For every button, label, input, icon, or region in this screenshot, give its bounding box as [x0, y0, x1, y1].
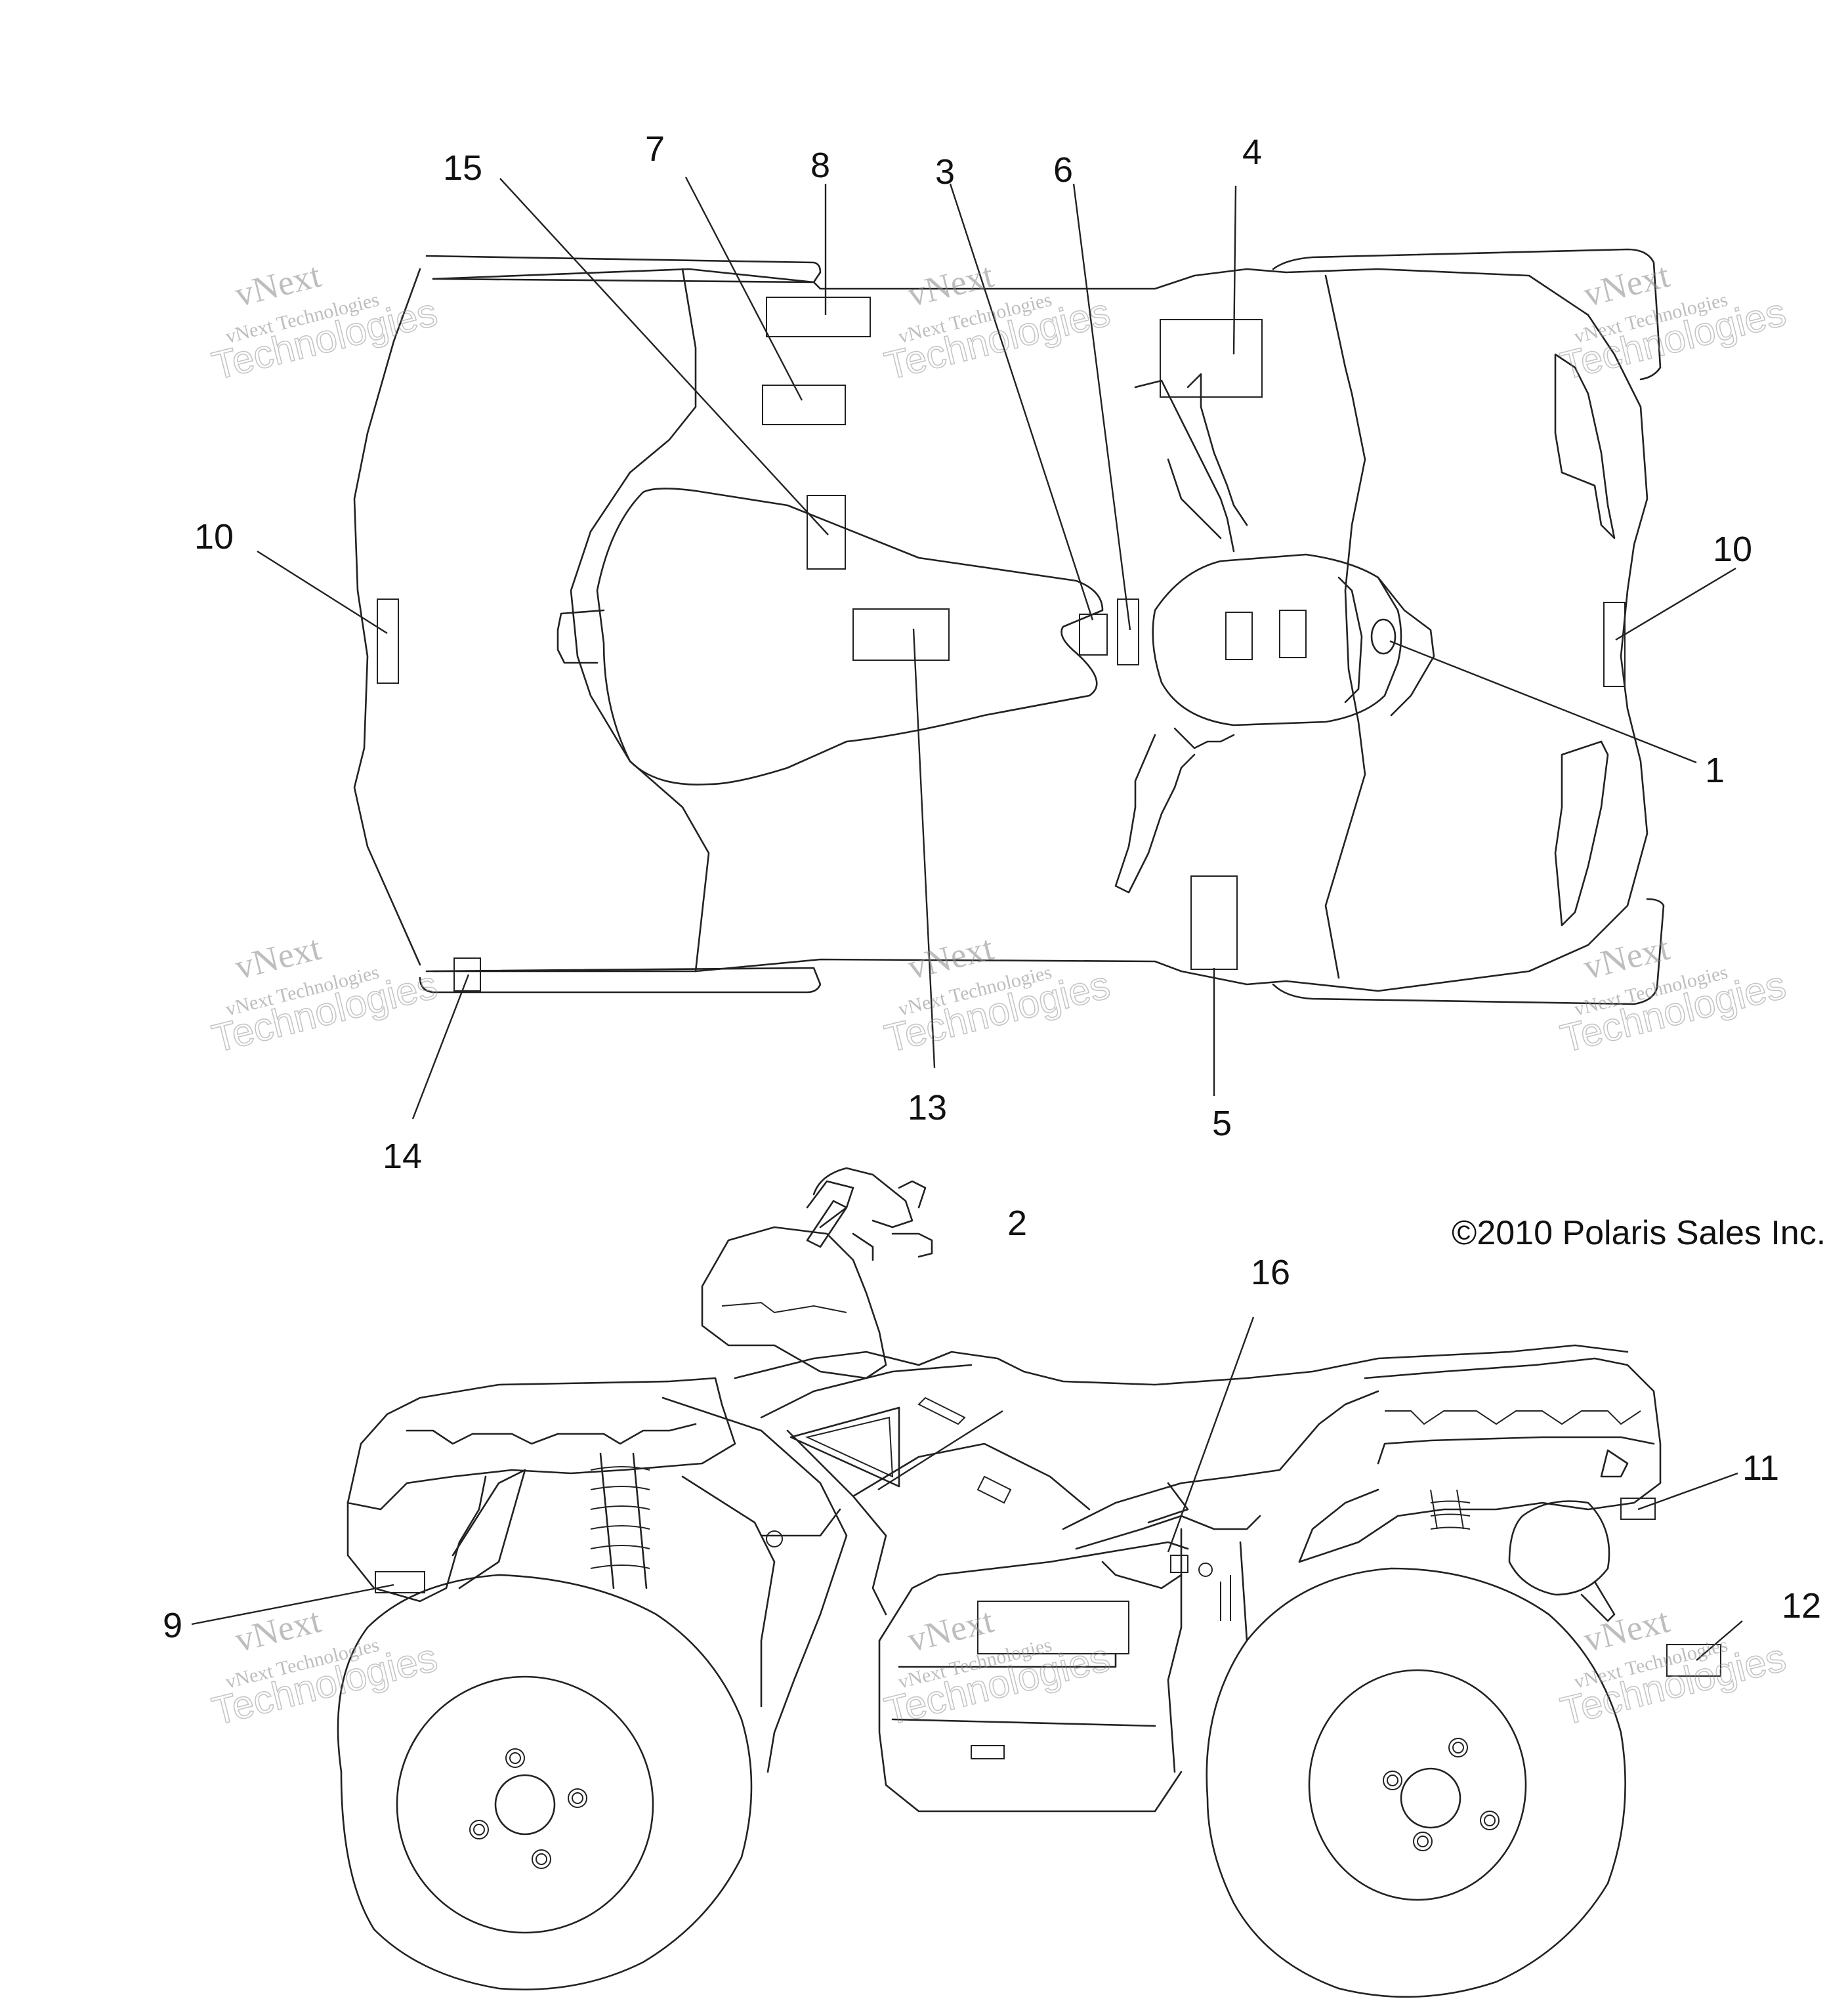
- watermark: vNext vNext Technologies Technologies: [880, 1601, 1115, 1734]
- callout-7: 7: [645, 129, 665, 169]
- callout-9: 9: [163, 1606, 182, 1645]
- watermarks: vNext vNext Technologies Technologies vN…: [207, 255, 1791, 1734]
- callout-labels: 1 2 3 4 5 6 7 8 9 10 10 11 12 13 14 15 1…: [163, 129, 1821, 1645]
- watermark: vNext vNext Technologies Technologies: [880, 928, 1115, 1061]
- watermark: vNext vNext Technologies Technologies: [1556, 928, 1791, 1061]
- callout-3: 3: [935, 152, 955, 192]
- watermark: vNext vNext Technologies Technologies: [207, 255, 442, 388]
- callout-13: 13: [908, 1088, 947, 1127]
- watermark: vNext vNext Technologies Technologies: [207, 928, 442, 1061]
- watermark: vNext vNext Technologies Technologies: [1556, 1601, 1791, 1734]
- side-view-atv: [337, 1167, 1721, 1998]
- callout-2: 2: [1007, 1204, 1027, 1243]
- callout-10-left: 10: [194, 517, 234, 556]
- top-view-atv: [353, 248, 1665, 1005]
- callout-10-right: 10: [1713, 530, 1752, 569]
- callout-15: 15: [443, 148, 482, 188]
- callout-12: 12: [1782, 1586, 1821, 1626]
- callout-6: 6: [1053, 150, 1073, 190]
- callout-8: 8: [810, 146, 830, 185]
- callout-5: 5: [1212, 1104, 1232, 1143]
- callout-11: 11: [1742, 1448, 1779, 1488]
- callout-16: 16: [1251, 1253, 1290, 1292]
- callout-4: 4: [1242, 133, 1262, 172]
- callout-14: 14: [383, 1137, 422, 1176]
- callout-1: 1: [1705, 751, 1725, 790]
- watermark: vNext vNext Technologies Technologies: [880, 255, 1115, 388]
- leader-lines: [191, 177, 1743, 1661]
- copyright-text: ©2010 Polaris Sales Inc.: [1452, 1214, 1826, 1252]
